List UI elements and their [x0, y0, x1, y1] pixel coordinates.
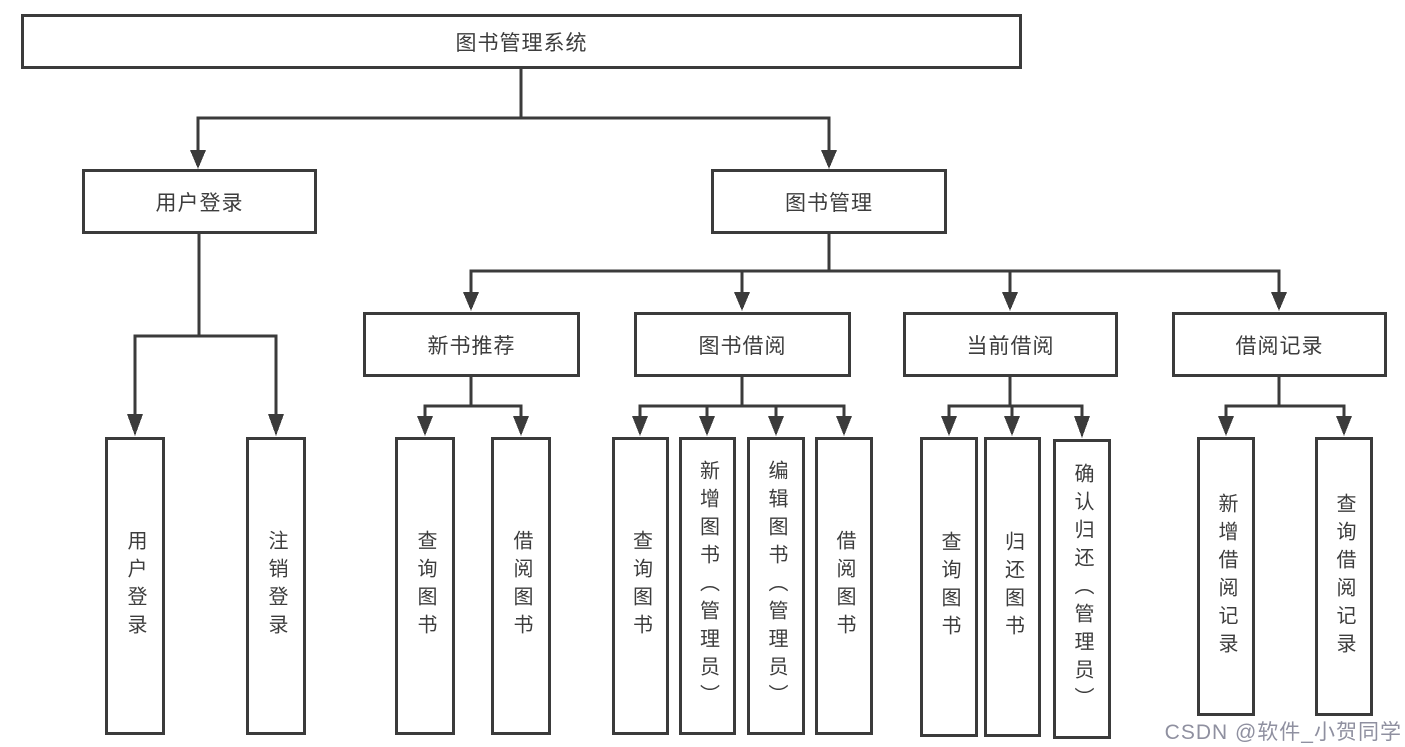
arrowhead-down-icon — [268, 414, 284, 436]
node-user-login: 用户登录 — [82, 169, 317, 234]
leaf-label: 新增图书（管理员） — [696, 460, 719, 712]
node-book-borrow: 图书借阅 — [634, 312, 851, 377]
arrowhead-down-icon — [632, 416, 648, 436]
leaf-add-books-admin: 新增图书（管理员） — [679, 437, 736, 735]
node-book-management: 图书管理 — [711, 169, 947, 234]
arrowhead-down-icon — [1336, 416, 1352, 436]
arrowhead-down-icon — [941, 416, 957, 436]
edges-user-login — [127, 234, 284, 436]
leaf-label: 编辑图书（管理员） — [765, 460, 787, 712]
arrowhead-down-icon — [127, 414, 143, 436]
csdn-watermark: CSDN @软件_小贺同学 — [1164, 721, 1402, 744]
arrowhead-down-icon — [1218, 416, 1234, 436]
leaf-label: 确认归还（管理员） — [1071, 463, 1093, 715]
leaf-query-books-3: 查询图书 — [920, 437, 978, 737]
leaf-return-books: 归还图书 — [984, 437, 1041, 737]
leaf-label: 借阅图书 — [510, 530, 532, 642]
leaf-label: 新增借阅记录 — [1215, 492, 1237, 661]
arrowhead-down-icon — [821, 150, 837, 169]
node-root-system: 图书管理系统 — [21, 14, 1022, 69]
leaf-borrow-books-2: 借阅图书 — [815, 437, 873, 735]
leaf-confirm-return-admin: 确认归还（管理员） — [1053, 439, 1111, 739]
edges-new-book-recommend — [417, 377, 529, 436]
leaf-label: 归还图书 — [1001, 531, 1024, 643]
leaf-label: 查询图书 — [414, 530, 436, 642]
arrowhead-down-icon — [513, 416, 529, 436]
leaf-label: 查询图书 — [938, 531, 960, 643]
arrowhead-down-icon — [1002, 292, 1018, 311]
leaf-label: 查询借阅记录 — [1333, 492, 1355, 661]
edges-borrow-records — [1218, 377, 1352, 436]
edges-book-management — [463, 234, 1287, 311]
leaf-logout: 注销登录 — [246, 437, 306, 735]
leaf-label: 借阅图书 — [833, 530, 855, 642]
leaf-query-books-2: 查询图书 — [612, 437, 669, 735]
arrowhead-down-icon — [1271, 292, 1287, 311]
edges-current-borrow — [941, 377, 1090, 438]
node-new-book-recommend: 新书推荐 — [363, 312, 580, 377]
leaf-label: 用户登录 — [124, 530, 146, 642]
arrowhead-down-icon — [1004, 416, 1020, 436]
leaf-add-borrow-record: 新增借阅记录 — [1197, 437, 1255, 716]
arrowhead-down-icon — [463, 292, 479, 311]
edges-root — [190, 69, 837, 169]
arrowhead-down-icon — [768, 416, 784, 436]
arrowhead-down-icon — [699, 416, 715, 436]
arrowhead-down-icon — [734, 292, 750, 311]
leaf-user-login: 用户登录 — [105, 437, 165, 735]
edges-book-borrow — [632, 377, 852, 436]
leaf-label: 查询图书 — [629, 530, 652, 642]
arrowhead-down-icon — [836, 416, 852, 436]
arrowhead-down-icon — [417, 416, 433, 436]
arrowhead-down-icon — [1074, 416, 1090, 438]
leaf-label: 注销登录 — [265, 530, 287, 642]
leaf-borrow-books-1: 借阅图书 — [491, 437, 551, 735]
leaf-query-books-1: 查询图书 — [395, 437, 455, 735]
node-current-borrow: 当前借阅 — [903, 312, 1118, 377]
arrowhead-down-icon — [190, 150, 206, 169]
node-borrow-records: 借阅记录 — [1172, 312, 1387, 377]
leaf-edit-books-admin: 编辑图书（管理员） — [747, 437, 805, 735]
leaf-query-borrow-record: 查询借阅记录 — [1315, 437, 1373, 716]
